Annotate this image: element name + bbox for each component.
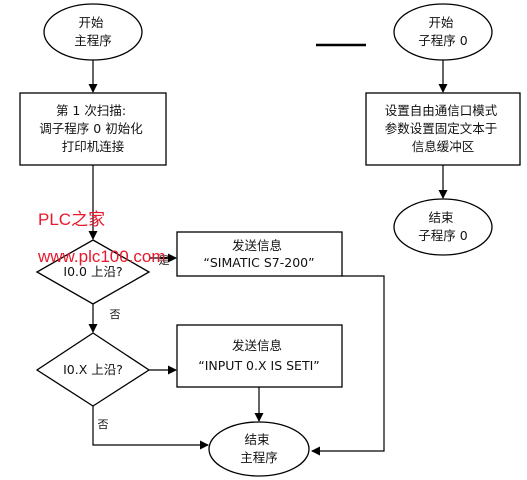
- sub-process-text: 设置自由通信口模式 参数设置固定文本于 信息缓冲区: [385, 103, 502, 154]
- first-scan-text: 第 1 次扫描: 调子程序 0 初始化 打印机连接: [39, 103, 146, 154]
- send-2-text: 发送信息 “INPUT 0.X IS SETI”: [198, 338, 320, 373]
- arrow-decision-2-no: [92, 406, 209, 450]
- sub-start-line-2: 子程序 0: [418, 33, 467, 48]
- send-2-line-2: “INPUT 0.X IS SETI”: [198, 358, 320, 373]
- subroutine-process-box: 设置自由通信口模式 参数设置固定文本于 信息缓冲区: [365, 92, 521, 166]
- send-1-text: 发送信息 “SIMATIC S7-200”: [203, 238, 314, 270]
- sub-process-line-3: 信息缓冲区: [412, 139, 475, 154]
- decision-2-diamond: I0.X 上沿?: [35, 332, 151, 407]
- sub-process-line-1: 设置自由通信口模式: [385, 103, 498, 118]
- subroutine-start-node: 开始 子程序 0: [393, 3, 493, 61]
- watermark-url: www.plc100.com: [37, 247, 166, 266]
- main-start-node: 开始 主程序: [43, 3, 143, 61]
- decision-2-no-label: 否: [98, 418, 109, 431]
- decision-1-yes-label: 是: [159, 254, 170, 267]
- first-scan-line-1: 第 1 次扫描:: [56, 103, 126, 118]
- main-end-node: 结束 主程序: [208, 421, 310, 477]
- arrow-send-1-to-main-end: [311, 275, 385, 456]
- send-1-line-2: “SIMATIC S7-200”: [203, 255, 314, 270]
- main-start-line-2: 主程序: [74, 33, 112, 48]
- main-end-line-1: 结束: [245, 432, 271, 447]
- sub-end-text: 结束 子程序 0: [418, 210, 467, 243]
- main-start-line-1: 开始: [79, 15, 105, 30]
- first-scan-process-box: 第 1 次扫描: 调子程序 0 初始化 打印机连接: [19, 92, 167, 166]
- sub-end-line-1: 结束: [429, 210, 455, 225]
- sub-process-line-2: 参数设置固定文本于: [385, 121, 498, 136]
- watermark-brand: PLC之家: [38, 210, 105, 229]
- decision-2-text: I0.X 上沿?: [63, 362, 123, 377]
- decision-1-diamond: I0.0 上沿?: [35, 239, 151, 305]
- sub-start-text: 开始 子程序 0: [418, 15, 467, 48]
- subroutine-end-node: 结束 子程序 0: [393, 198, 493, 256]
- decision-1-no-label: 否: [110, 308, 121, 321]
- send-2-line-1: 发送信息: [232, 338, 282, 353]
- first-scan-line-2: 调子程序 0 初始化: [39, 121, 143, 136]
- send-1-line-1: 发送信息: [232, 238, 282, 253]
- first-scan-line-3: 打印机连接: [62, 139, 125, 154]
- main-start-text: 开始 主程序: [74, 15, 112, 48]
- send-message-2-box: 发送信息 “INPUT 0.X IS SETI”: [176, 324, 343, 388]
- sub-end-line-2: 子程序 0: [418, 228, 467, 243]
- send-message-1-box: 发送信息 “SIMATIC S7-200”: [176, 231, 343, 277]
- main-end-text: 结束 主程序: [240, 432, 278, 465]
- main-end-line-2: 主程序: [240, 450, 278, 465]
- decision-1-text: I0.0 上沿?: [63, 264, 122, 279]
- sub-start-line-1: 开始: [429, 15, 455, 30]
